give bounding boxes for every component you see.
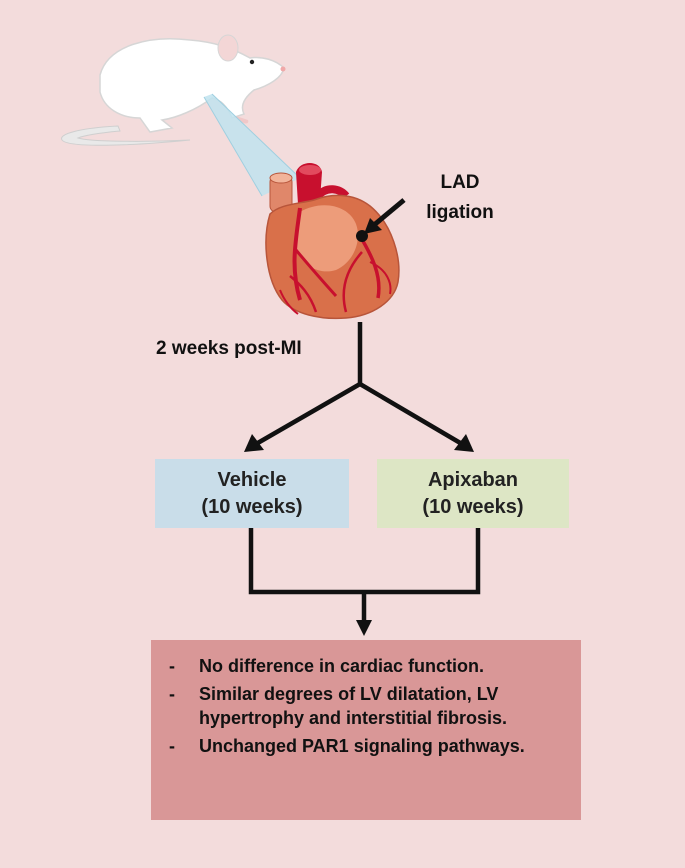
- outcome-bullet: -: [169, 656, 175, 676]
- vehicle-group-box: Vehicle (10 weeks): [155, 459, 349, 528]
- vehicle-name: Vehicle: [217, 468, 287, 491]
- apixaban-name: Apixaban: [427, 468, 519, 491]
- outcome-bullet: -: [169, 684, 175, 704]
- heart-illustration: [265, 163, 400, 320]
- outcome-item: - Similar degrees of LV dilatation, LV h…: [165, 682, 567, 730]
- outcome-text: Unchanged PAR1 signaling pathways.: [199, 736, 525, 756]
- rat-illustration: [61, 34, 286, 146]
- post-mi-label: 2 weeks post-MI: [156, 338, 302, 359]
- lad-pointer-arrow: [372, 198, 406, 227]
- arrowhead-outcome: [356, 620, 372, 636]
- outcome-text: Similar degrees of LV dilatation, LV hyp…: [199, 684, 508, 728]
- zoom-cone: [204, 94, 300, 196]
- outcome-list: - No difference in cardiac function. - S…: [165, 654, 567, 758]
- arrowhead-vehicle: [244, 434, 264, 452]
- lad-ligation-label: LAD ligation: [395, 168, 525, 228]
- lad-label-line1: LAD: [440, 172, 480, 193]
- outcome-text: No difference in cardiac function.: [199, 656, 485, 676]
- vehicle-duration: (10 weeks): [201, 495, 303, 518]
- outcome-item: - No difference in cardiac function.: [165, 654, 567, 678]
- apixaban-duration: (10 weeks): [422, 495, 524, 518]
- outcome-box: - No difference in cardiac function. - S…: [151, 640, 581, 820]
- apixaban-group-box: Apixaban (10 weeks): [377, 459, 569, 528]
- lad-label-line2: ligation: [426, 202, 494, 223]
- arrowhead-apixaban: [454, 434, 474, 452]
- outcome-bullet: -: [169, 736, 175, 756]
- flow-connectors: [248, 322, 481, 622]
- outcome-item: - Unchanged PAR1 signaling pathways.: [165, 734, 567, 758]
